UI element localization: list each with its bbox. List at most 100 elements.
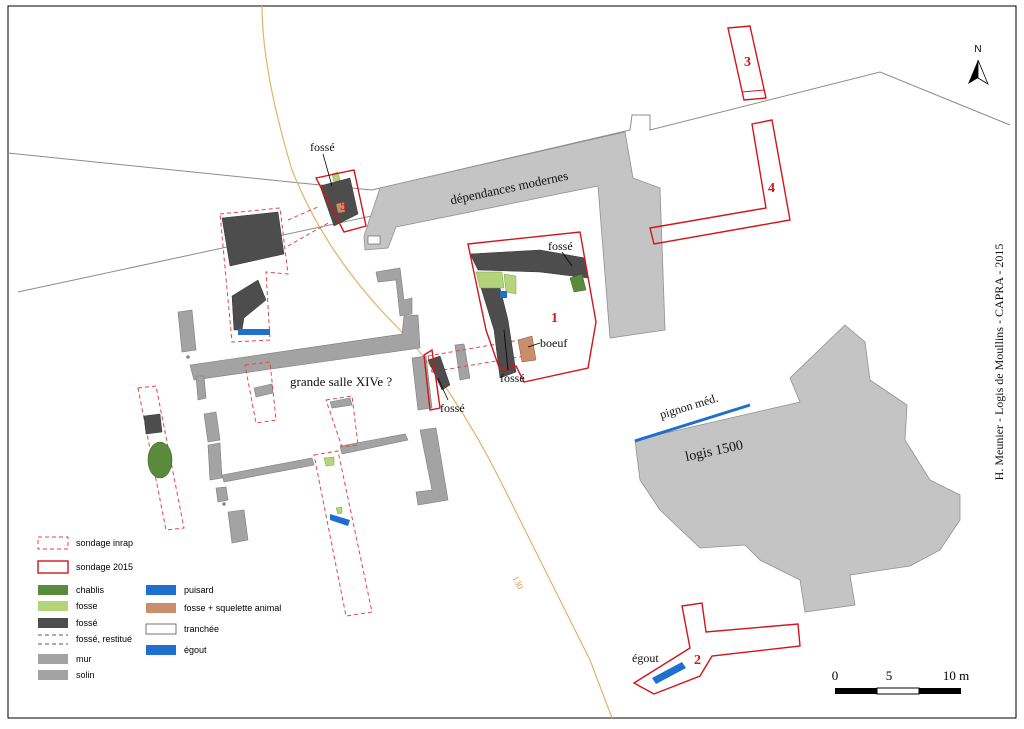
label-egout: égout xyxy=(632,651,659,665)
fosse-restitue-2 xyxy=(287,221,331,247)
north-arrow-left xyxy=(968,60,978,84)
inrap-trench-2 xyxy=(244,361,277,424)
wall-west-3 xyxy=(207,442,223,481)
sondages-inrap xyxy=(137,205,526,617)
wall-ne xyxy=(375,267,413,317)
leader-fosse-3 xyxy=(503,329,509,371)
egout-small xyxy=(330,514,350,526)
wall-east-2 xyxy=(415,427,449,506)
fosse-area-6 xyxy=(427,355,451,391)
leader-fosse-4 xyxy=(437,377,449,401)
fosse-area-3 xyxy=(319,177,359,227)
legend-label-tranchee: tranchée xyxy=(184,624,219,634)
inrap-trench-3 xyxy=(325,395,359,448)
fosse-light-fills xyxy=(323,171,517,515)
scale-tick-0: 0 xyxy=(832,668,839,683)
legend-swatch-fosse-dark xyxy=(38,618,68,628)
sondage-label-2: 2 xyxy=(694,653,701,668)
sondage-3-line xyxy=(741,89,765,93)
label-fosse-3: fossé xyxy=(500,371,525,385)
wall-inner-1 xyxy=(253,383,274,398)
inrap-trench-6 xyxy=(427,339,526,373)
wall-west-1 xyxy=(195,375,207,401)
fosse-area-7 xyxy=(143,413,163,435)
building-logis xyxy=(634,324,961,613)
legend-label-egout: égout xyxy=(184,645,207,655)
fosse-light-4 xyxy=(323,456,335,467)
chablis-2 xyxy=(569,273,587,293)
credit-text: H. Meunier - Logis de Moullins - CAPRA -… xyxy=(992,244,1006,481)
sondage-labels: 1 2 3 4 5 xyxy=(340,55,775,668)
north-label: N xyxy=(974,44,981,55)
legend-swatch-tranchee xyxy=(145,623,177,635)
scale-tick-5: 5 xyxy=(886,668,893,683)
sondage-4 xyxy=(649,119,791,245)
legend-label-chablis: chablis xyxy=(76,585,105,595)
fosse-area-2 xyxy=(231,279,267,331)
pignon-med-line xyxy=(634,403,751,443)
sondage-label-5: 5 xyxy=(340,199,347,214)
chablis-1 xyxy=(147,441,173,479)
scale-segment-2 xyxy=(876,687,920,695)
legend: sondage inrap sondage 2015 chablis fosse… xyxy=(37,536,281,680)
leader-fosse-1 xyxy=(322,153,333,187)
legend-swatch-solin xyxy=(38,670,68,680)
wall-north xyxy=(189,314,421,381)
legend-label-inrap: sondage inrap xyxy=(76,538,133,548)
sondage-label-4: 4 xyxy=(768,181,775,196)
legend-label-mur: mur xyxy=(76,654,92,664)
fosse-area-1 xyxy=(221,211,285,267)
wall-trench-1 xyxy=(454,343,471,381)
egout-trench-2 xyxy=(652,662,686,684)
wall-west-4 xyxy=(215,486,229,503)
contour-label: 130 xyxy=(510,574,525,591)
puisard xyxy=(500,291,507,298)
fosse-squelette-2 xyxy=(335,201,346,214)
label-fosse-1: fossé xyxy=(310,140,335,154)
north-arrow-right xyxy=(977,59,989,85)
post-2 xyxy=(222,502,226,506)
fosse-restitue-1 xyxy=(287,205,321,221)
legend-swatch-fosse xyxy=(38,601,68,611)
label-fosse-2: fossé xyxy=(548,239,573,253)
scale-bar: 0 5 10 m xyxy=(832,668,969,695)
tranchee-1 xyxy=(367,235,381,245)
sondage-label-3: 3 xyxy=(744,55,751,70)
inrap-trench-4 xyxy=(137,385,185,531)
label-fosse-4: fossé xyxy=(440,401,465,415)
sondage-2 xyxy=(632,602,801,695)
legend-label-squelette: fosse + squelette animal xyxy=(184,603,281,613)
legend-label-2015: sondage 2015 xyxy=(76,562,133,572)
inrap-trench-1 xyxy=(219,207,289,343)
wall-east-1 xyxy=(411,355,433,411)
legend-label-restitue: fossé, restitué xyxy=(76,634,132,644)
legend-swatch-egout xyxy=(146,645,176,655)
sondage-label-1: 1 xyxy=(551,311,558,326)
fosse-light-1 xyxy=(475,271,505,289)
map-frame xyxy=(7,5,1017,719)
legend-label-fosse: fosse xyxy=(76,601,98,611)
fosse-squelette xyxy=(517,335,537,363)
scale-segment-3 xyxy=(919,688,961,694)
label-boeuf: boeuf xyxy=(540,336,567,350)
label-grande-salle: grande salle XIVe ? xyxy=(290,374,392,389)
legend-swatch-puisard xyxy=(146,585,176,595)
leader-boeuf xyxy=(527,342,541,348)
wall-south-2 xyxy=(221,457,315,483)
wall-west-2 xyxy=(203,411,221,443)
wall-west-5 xyxy=(227,509,249,544)
legend-swatch-chablis xyxy=(38,585,68,595)
legend-swatch-2015 xyxy=(37,560,69,574)
plan-labels: fossé fossé fossé fossé boeuf grande sal… xyxy=(290,140,659,665)
fosse-light-2 xyxy=(503,273,517,295)
building-dependances xyxy=(363,131,666,339)
legend-label-solin: solin xyxy=(76,670,95,680)
sondage-5 xyxy=(314,169,367,233)
sondage-3 xyxy=(727,25,767,101)
wall-inner-2 xyxy=(329,397,353,409)
leader-lines xyxy=(322,153,573,401)
legend-label-fosse-dark: fossé xyxy=(76,618,98,628)
wall-south-1 xyxy=(339,433,409,455)
